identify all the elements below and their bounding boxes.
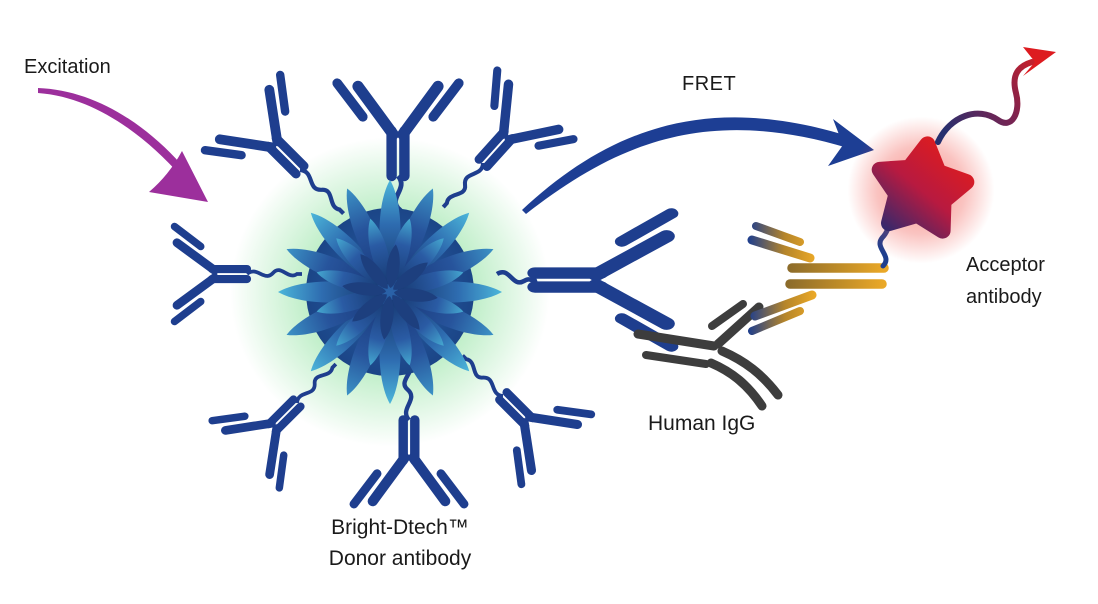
donor-complex [175,70,672,504]
acceptor-fluorophore-star [871,136,975,239]
human-igg-label: Human IgG [648,412,756,435]
donor-antibody-label: Bright-Dtech™ Donor antibody [278,512,522,574]
fret-arrow-icon [522,117,874,214]
excitation-arrowhead [149,151,208,202]
acceptor-heavy-chain [747,235,815,263]
acceptor-antibody-label: Acceptor antibody [966,249,1076,313]
igg-heavy-chain [633,329,719,351]
acceptor-label-line1: Acceptor [966,254,1045,276]
acceptor-light-chain [752,222,804,246]
acceptor-light-chain [748,307,804,335]
excitation-label: Excitation [24,56,111,78]
excitation-arrow-shaft [38,88,186,176]
excitation-arrow-icon [38,88,208,202]
fret-arrow-shaft [522,117,848,214]
acceptor-label-line2: antibody [966,286,1042,308]
donor-label-line1: Bright-Dtech™ [331,516,469,539]
emission-arrow-icon [935,47,1056,145]
human-igg-antibody [633,300,783,411]
emission-arrowhead [1023,47,1056,76]
antibody-linkers [245,162,538,420]
igg-stem [706,358,767,411]
acceptor-heavy-chain [750,290,817,321]
igg-light-chain [642,351,710,368]
antibody-linker [495,270,538,285]
acceptor-fluorophore [823,92,1019,288]
emission-arrow-shaft [935,59,1035,145]
igg-stem [717,346,783,400]
donor-nanoparticle [278,180,502,404]
igg-light-chain [708,300,747,330]
donor-label-line2: Donor antibody [328,547,472,570]
fret-label: FRET [682,73,737,95]
